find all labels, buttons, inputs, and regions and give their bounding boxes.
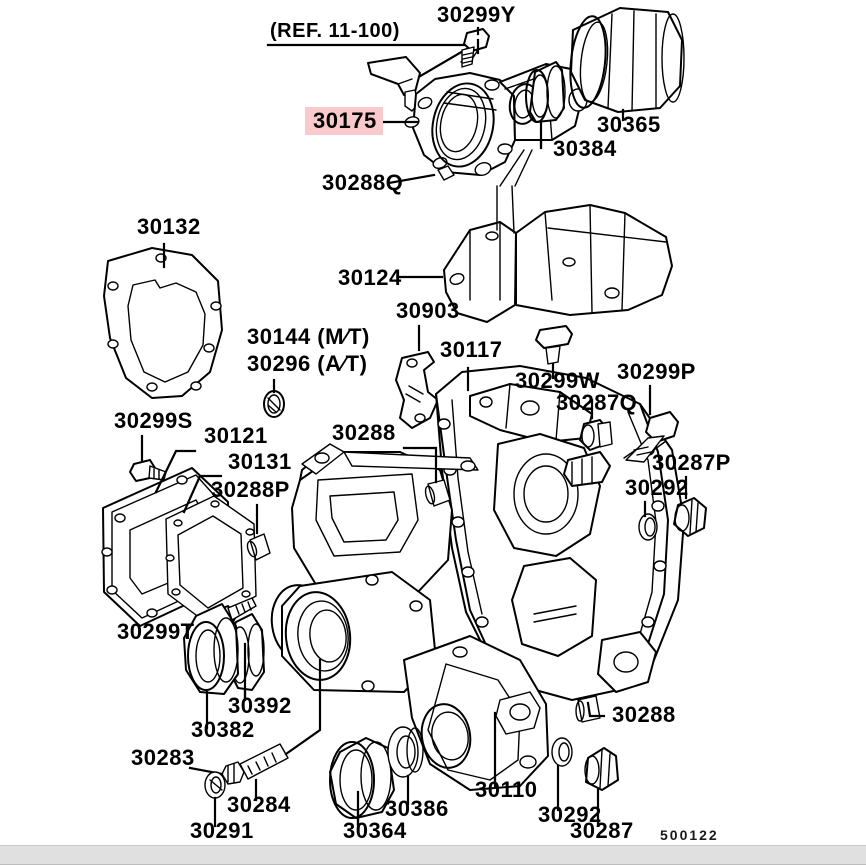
part-30299P-bolt (623, 411, 679, 463)
label-30121[interactable]: 30121 (204, 423, 268, 448)
label-30296[interactable]: 30296 (A∕T) (247, 351, 367, 376)
highlight-30175 (305, 107, 383, 135)
label-30364[interactable]: 30364 (343, 818, 407, 843)
label-30131[interactable]: 30131 (228, 449, 292, 474)
label-30288-br[interactable]: 30288 (612, 702, 676, 727)
label-30283[interactable]: 30283 (131, 745, 195, 770)
label-30392[interactable]: 30392 (228, 693, 292, 718)
part-30288P-pin (246, 533, 271, 561)
part-30132-gasket (103, 247, 223, 399)
label-30288-mid[interactable]: 30288 (332, 420, 396, 445)
label-30144[interactable]: 30144 (M∕T) (247, 324, 370, 349)
part-30299Y-bolt (460, 28, 490, 68)
label-ref-11-100: (REF. 11-100) (270, 20, 400, 42)
label-30299T[interactable]: 30299T (117, 619, 195, 644)
label-30110[interactable]: 30110 (475, 777, 537, 802)
label-30288P[interactable]: 30288P (211, 477, 290, 502)
label-30287Q[interactable]: 30287Q (556, 390, 637, 415)
label-30124[interactable]: 30124 (338, 265, 402, 290)
part-30384-seal (525, 61, 566, 123)
label-30292-right[interactable]: 30292 (625, 475, 689, 500)
diagram-geometry (101, 7, 707, 828)
bottom-border-strip (0, 845, 866, 865)
label-30175[interactable]: 30175 (313, 108, 377, 133)
part-30291-washer (204, 771, 226, 799)
part-30283-nut (221, 761, 245, 785)
part-30299W-bolt (535, 325, 573, 365)
label-ref-note: (REF. 11-100) (270, 20, 400, 42)
label-30291[interactable]: 30291 (190, 818, 254, 843)
part-30287Q-plug (579, 419, 613, 451)
part-30365-boot (569, 7, 685, 113)
part-30299S-bolt (129, 459, 167, 482)
part-30292-washer-right (638, 513, 658, 541)
label-30284[interactable]: 30284 (227, 792, 291, 817)
label-30292-bottom[interactable]: 30292 (538, 802, 602, 827)
label-30287P[interactable]: 30287P (652, 450, 731, 475)
label-30132[interactable]: 30132 (137, 214, 201, 239)
label-30299Y[interactable]: 30299Y (437, 2, 516, 27)
label-30382[interactable]: 30382 (191, 717, 255, 742)
leader-30121 (154, 449, 197, 494)
part-30284-stud (239, 743, 289, 780)
part-30288Q-pin (437, 165, 455, 181)
diagram-code: 500122 (660, 827, 719, 843)
part-30287P-plug (673, 497, 707, 537)
label-30299W[interactable]: 30299W (515, 368, 600, 393)
part-30287-plug-bottom (584, 747, 619, 791)
part-30382-bearing (183, 603, 239, 695)
leader-30131 (182, 474, 223, 514)
label-30288Q[interactable]: 30288Q (322, 170, 403, 195)
label-30299P[interactable]: 30299P (617, 359, 696, 384)
part-30131-gasket (165, 495, 257, 625)
label-30903[interactable]: 30903 (396, 298, 460, 323)
label-30117[interactable]: 30117 (440, 337, 502, 362)
leader-30288-mid (402, 446, 438, 484)
part-30288-pin-mid (424, 479, 451, 507)
part-30364-bearing (329, 737, 395, 819)
part-30124-bracket (443, 149, 673, 323)
part-30903-bracket (395, 351, 439, 429)
leader-30288-br (586, 701, 606, 718)
label-30365[interactable]: 30365 (597, 112, 661, 137)
part-30292-washer-bottom (551, 737, 573, 767)
leader-30288Q (387, 173, 436, 185)
label-30287-bottom[interactable]: 30287 (570, 818, 634, 843)
part-30144-seal (263, 390, 285, 418)
label-30384[interactable]: 30384 (553, 136, 617, 161)
label-30386[interactable]: 30386 (385, 796, 449, 821)
housing-tab (367, 56, 421, 112)
part-30386-ring (387, 726, 424, 778)
label-30299S[interactable]: 30299S (114, 408, 193, 433)
